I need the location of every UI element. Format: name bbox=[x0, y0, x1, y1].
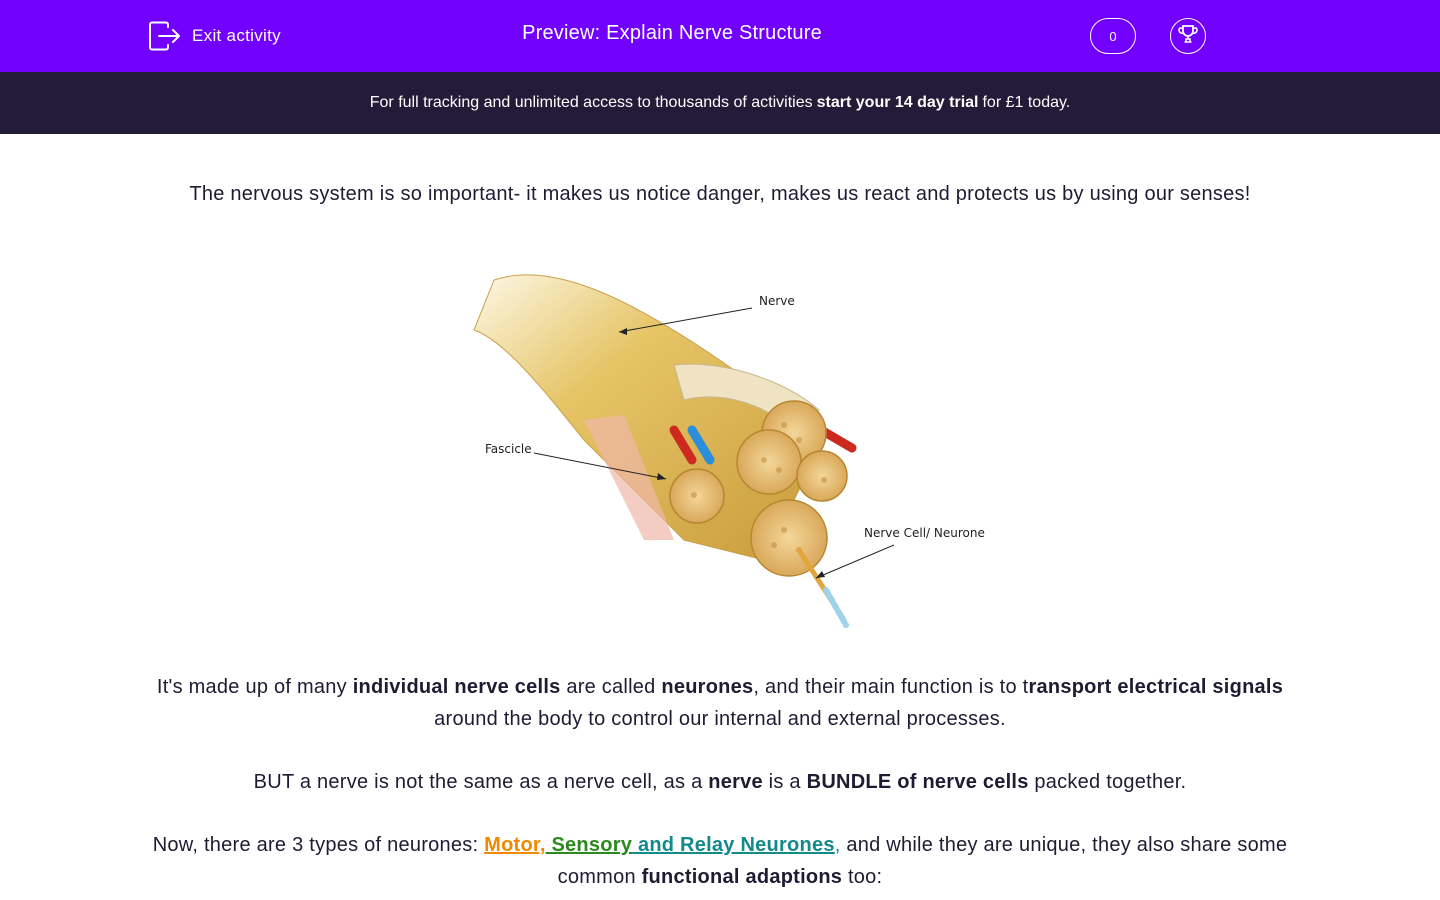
trial-banner: For full tracking and unlimited access t… bbox=[0, 72, 1440, 134]
trial-banner-text: For full tracking and unlimited access t… bbox=[369, 94, 813, 111]
text-span: and while they are unique, they also sha… bbox=[557, 834, 1288, 888]
exit-icon bbox=[148, 21, 182, 51]
page-title: Preview: Explain Nerve Structure bbox=[522, 22, 822, 44]
text-span: It's made up of many bbox=[156, 676, 353, 698]
bold-term: individual nerve cells bbox=[352, 676, 561, 698]
trophy-icon bbox=[1177, 23, 1199, 50]
diagram-label-nerve: Nerve bbox=[759, 294, 795, 308]
text-span: too: bbox=[842, 866, 883, 888]
nerve-structure-diagram: Nerve Fascicle Nerve Cell/ Neurone bbox=[434, 240, 1006, 640]
bold-term: ransport electrical signals bbox=[1028, 676, 1284, 698]
exit-activity-label: Exit activity bbox=[192, 26, 281, 45]
bold-term: functional adaptions bbox=[641, 866, 843, 888]
text-span: BUT a nerve is not the same as a nerve c… bbox=[253, 771, 709, 793]
diagram-label-fascicle: Fascicle bbox=[485, 442, 532, 456]
neurone-types-paragraph: Now, there are 3 types of neurones: Moto… bbox=[150, 829, 1290, 893]
bold-term: nerve bbox=[708, 771, 763, 793]
trophy-button[interactable] bbox=[1170, 18, 1206, 54]
neurones-paragraph: It's made up of many individual nerve ce… bbox=[150, 671, 1290, 735]
trial-banner-link[interactable]: start your 14 day trial bbox=[816, 94, 979, 111]
sensory-neurone-link[interactable]: Sensory bbox=[545, 834, 633, 856]
bold-term: neurones bbox=[661, 676, 754, 698]
exit-activity-button[interactable]: Exit activity bbox=[148, 20, 281, 52]
text-span: are called bbox=[560, 676, 662, 698]
bold-term: BUNDLE of nerve cells bbox=[806, 771, 1029, 793]
text-span: packed together. bbox=[1028, 771, 1187, 793]
top-bar: Exit activity Preview: Explain Nerve Str… bbox=[0, 0, 1440, 72]
text-span: around the body to control our internal … bbox=[434, 708, 1006, 730]
intro-paragraph: The nervous system is so important- it m… bbox=[189, 183, 1251, 205]
text-span: Now, there are 3 types of neurones: bbox=[152, 834, 485, 856]
text-span: , bbox=[834, 834, 841, 856]
motor-neurone-link[interactable]: Motor, bbox=[484, 834, 546, 856]
trial-banner-price: for £1 today. bbox=[982, 94, 1071, 111]
text-span: is a bbox=[762, 771, 807, 793]
nerve-bundle-paragraph: BUT a nerve is not the same as a nerve c… bbox=[150, 766, 1290, 798]
diagram-label-neurone: Nerve Cell/ Neurone bbox=[864, 526, 985, 540]
text-span: , and their main function is to t bbox=[753, 676, 1029, 698]
score-badge: 0 bbox=[1090, 18, 1136, 54]
relay-neurone-link[interactable]: and Relay Neurones bbox=[632, 834, 835, 856]
